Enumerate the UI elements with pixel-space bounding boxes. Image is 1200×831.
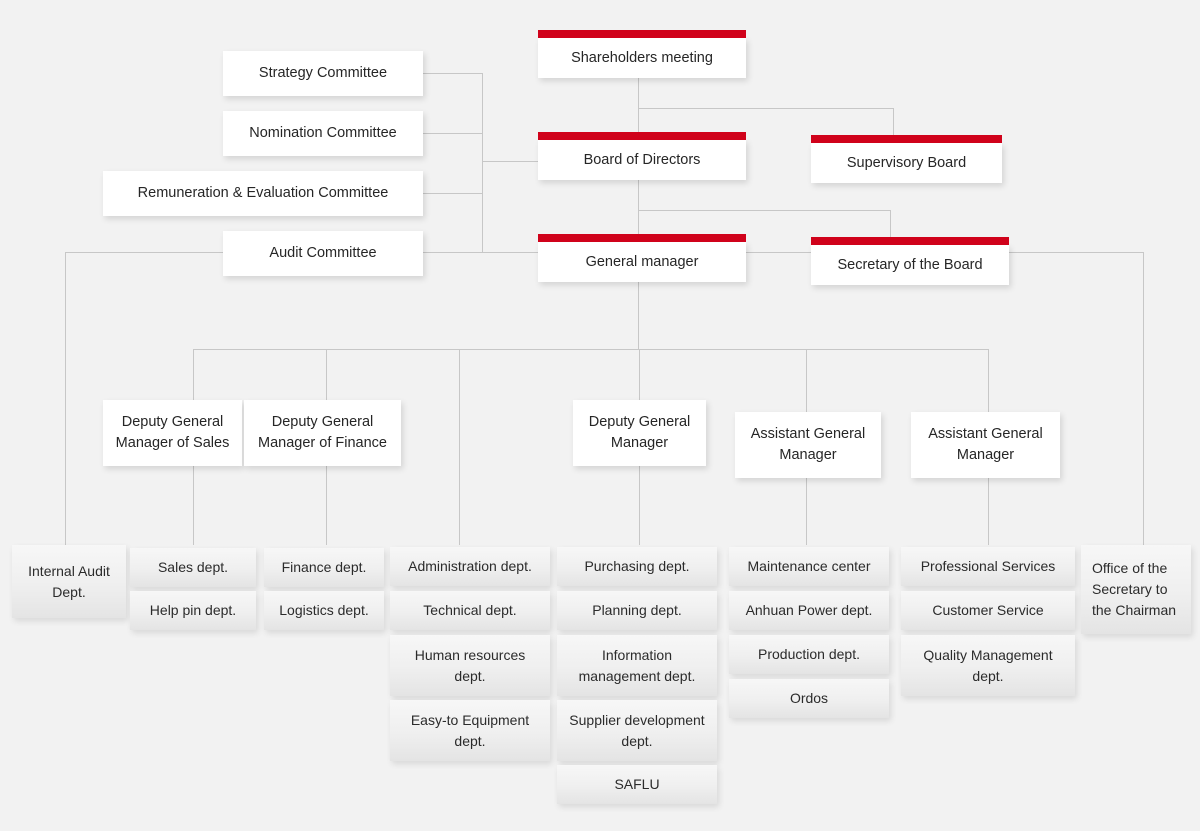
dept-help-pin[interactable]: Help pin dept. [130,591,256,630]
connector-to-secretary-board [890,210,891,242]
node-deputy-general-manager[interactable]: Deputy General Manager [573,400,706,466]
node-deputy-general-manager-of-sales[interactable]: Deputy General Manager of Sales [103,400,242,466]
connector-internal-audit-drop [65,252,66,545]
dept-production[interactable]: Production dept. [729,635,889,674]
dept-label: Supplier development dept. [569,711,705,749]
node-assistant-general-manager-2[interactable]: Assistant General Manager [911,412,1060,478]
dept-logistics[interactable]: Logistics dept. [264,591,384,630]
connector-to-supervisory-board [893,108,894,140]
dept-administration[interactable]: Administration dept. [390,547,550,586]
node-label: Audit Committee [269,245,377,261]
dept-label: Help pin dept. [149,602,237,618]
dept-quality-management[interactable]: Quality Management dept. [901,635,1075,696]
connector-stub-nomination-committee [423,133,482,134]
dept-ordos[interactable]: Ordos [729,679,889,718]
connector-shareholders-split [638,108,893,109]
node-deputy-general-manager-of-finance[interactable]: Deputy General Manager of Finance [244,400,401,466]
dept-label: Quality Management dept. [923,646,1053,684]
node-supervisory-board[interactable]: Supervisory Board [811,135,1002,183]
node-label: Nomination Committee [249,125,397,141]
dept-label: Administration dept. [408,558,532,574]
node-audit-committee[interactable]: Audit Committee [223,231,423,276]
connector-to-board-of-directors [638,108,639,138]
node-nomination-committee[interactable]: Nomination Committee [223,111,423,156]
dept-label: Production dept. [758,646,860,662]
connector-stub-strategy-committee [423,73,482,74]
dept-supplier-development[interactable]: Supplier development dept. [557,700,717,761]
dept-technical[interactable]: Technical dept. [390,591,550,630]
node-strategy-committee[interactable]: Strategy Committee [223,51,423,96]
dept-label: Finance dept. [281,559,367,575]
dept-label: Purchasing dept. [584,558,690,574]
dept-label: Logistics dept. [279,602,369,618]
dept-label: SAFLU [614,776,660,792]
dept-planning[interactable]: Planning dept. [557,591,717,630]
node-label: Assistant General Manager [928,426,1043,463]
connector-chairman-office-drop [1143,252,1144,545]
node-assistant-general-manager-1[interactable]: Assistant General Manager [735,412,881,478]
node-label: Shareholders meeting [571,49,713,66]
dept-maintenance-center[interactable]: Maintenance center [729,547,889,586]
connector-gm-stem [638,282,639,350]
dept-purchasing[interactable]: Purchasing dept. [557,547,717,586]
dept-label: Office of the Secretary to the Chairman [1092,560,1177,618]
dept-professional-services[interactable]: Professional Services [901,547,1075,586]
dept-label: Customer Service [932,602,1044,618]
node-general-manager[interactable]: General manager [538,234,746,282]
node-board-of-directors[interactable]: Board of Directors [538,132,746,180]
connector-shareholders-stem [638,78,639,108]
dept-customer-service[interactable]: Customer Service [901,591,1075,630]
dept-information-management[interactable]: Information management dept. [557,635,717,696]
connector-to-general-manager [638,210,639,240]
node-label: Supervisory Board [846,154,967,171]
dept-internal-audit[interactable]: Internal Audit Dept. [12,545,126,618]
connector-stub-remuneration-committee [423,193,482,194]
dept-label: Anhuan Power dept. [745,602,873,618]
dept-label: Professional Services [920,558,1056,574]
node-secretary-of-the-board[interactable]: Secretary of the Board [811,237,1009,285]
dept-label: Ordos [789,690,829,706]
dept-label: Technical dept. [423,602,517,618]
dept-label: Easy-to Equipment dept. [410,711,530,749]
node-remuneration-evaluation-committee[interactable]: Remuneration & Evaluation Committee [103,171,423,216]
node-label: Remuneration & Evaluation Committee [137,185,389,201]
dept-label: Sales dept. [157,559,229,575]
node-label: Deputy General Manager of Sales [115,414,230,451]
connector-drop-admin-column [459,349,460,545]
dept-easy-to-equipment[interactable]: Easy-to Equipment dept. [390,700,550,761]
dept-label: Human resources dept. [414,646,526,684]
node-label: Strategy Committee [258,65,388,81]
dept-label: Internal Audit Dept. [28,562,110,600]
dept-human-resources[interactable]: Human resources dept. [390,635,550,696]
dept-label: Maintenance center [747,558,871,574]
dept-label: Information management dept. [578,646,696,684]
node-shareholders-meeting[interactable]: Shareholders meeting [538,30,746,78]
dept-sales[interactable]: Sales dept. [130,548,256,587]
connector-committees-to-board [482,161,540,162]
dept-saflu[interactable]: SAFLU [557,765,717,804]
connector-manager-bar [193,349,988,350]
dept-finance[interactable]: Finance dept. [264,548,384,587]
connector-board-split [638,210,890,211]
node-label: Deputy General Manager [588,414,691,451]
node-label: Assistant General Manager [750,426,866,463]
node-label: General manager [585,253,699,270]
node-label: Secretary of the Board [837,256,983,273]
dept-office-secretary-chairman[interactable]: Office of the Secretary to the Chairman [1081,545,1191,634]
dept-anhuan-power[interactable]: Anhuan Power dept. [729,591,889,630]
connector-board-stem [638,180,639,210]
node-label: Board of Directors [583,151,701,168]
connector-committee-spine [482,73,483,253]
node-label: Deputy General Manager of Finance [258,414,387,451]
dept-label: Planning dept. [592,602,682,618]
